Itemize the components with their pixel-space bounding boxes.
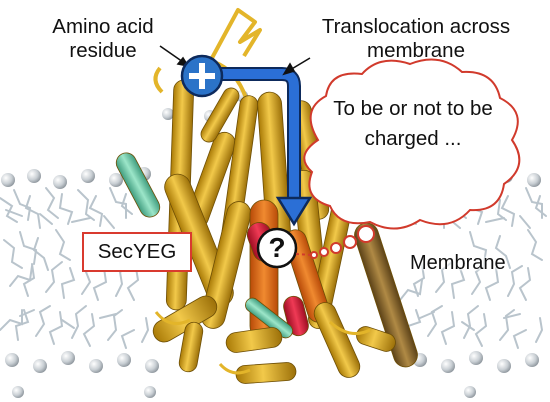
translocation-arrow-icon	[218, 67, 313, 227]
secyeg-label: SecYEG	[82, 232, 192, 272]
plus-circle-icon	[180, 54, 224, 98]
question-mark: ?	[268, 232, 286, 263]
thought-text: To be or not to be charged ...	[333, 97, 493, 150]
translocation-label: Translocation across membrane	[321, 15, 511, 62]
lipid-membrane-left	[0, 187, 150, 349]
secyeg-label-text: SecYEG	[97, 240, 177, 263]
thought-connector	[295, 253, 313, 256]
label-pointers	[159, 45, 311, 76]
amino-acid-label: Amino acid residue	[52, 15, 154, 62]
thought-cloud	[303, 58, 521, 259]
membrane-label: Membrane	[410, 252, 506, 274]
question-circle-icon	[256, 227, 298, 269]
